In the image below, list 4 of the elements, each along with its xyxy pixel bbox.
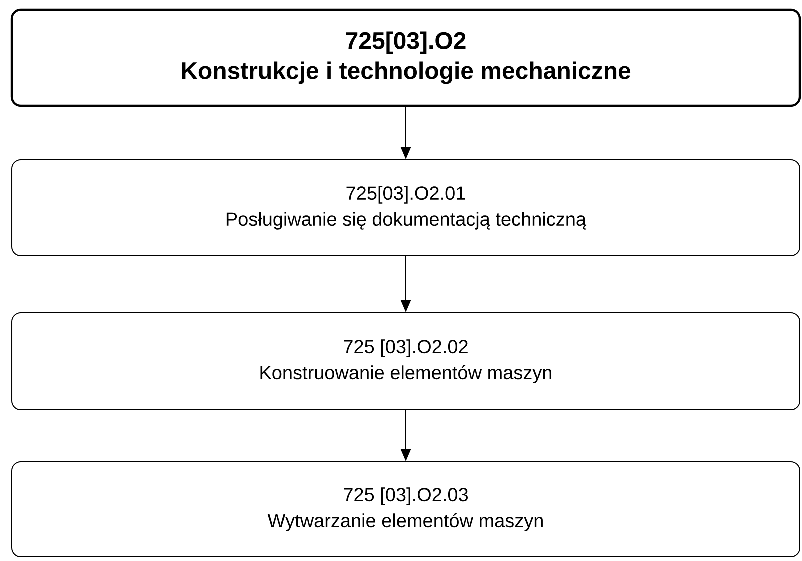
process-box: 725[03].O2.01 Posługiwanie się dokumentacją techniczną xyxy=(12,160,800,256)
process-box: 725 [03].O2.02 Konstruowanie elementów maszyn xyxy=(12,312,800,410)
process-box: 725 [03].O2.03 Wytwarzanie elementów maszyn xyxy=(12,462,800,558)
process-box: 725[03].O2 Konstrukcje i technologie mechaniczne xyxy=(10,8,802,108)
